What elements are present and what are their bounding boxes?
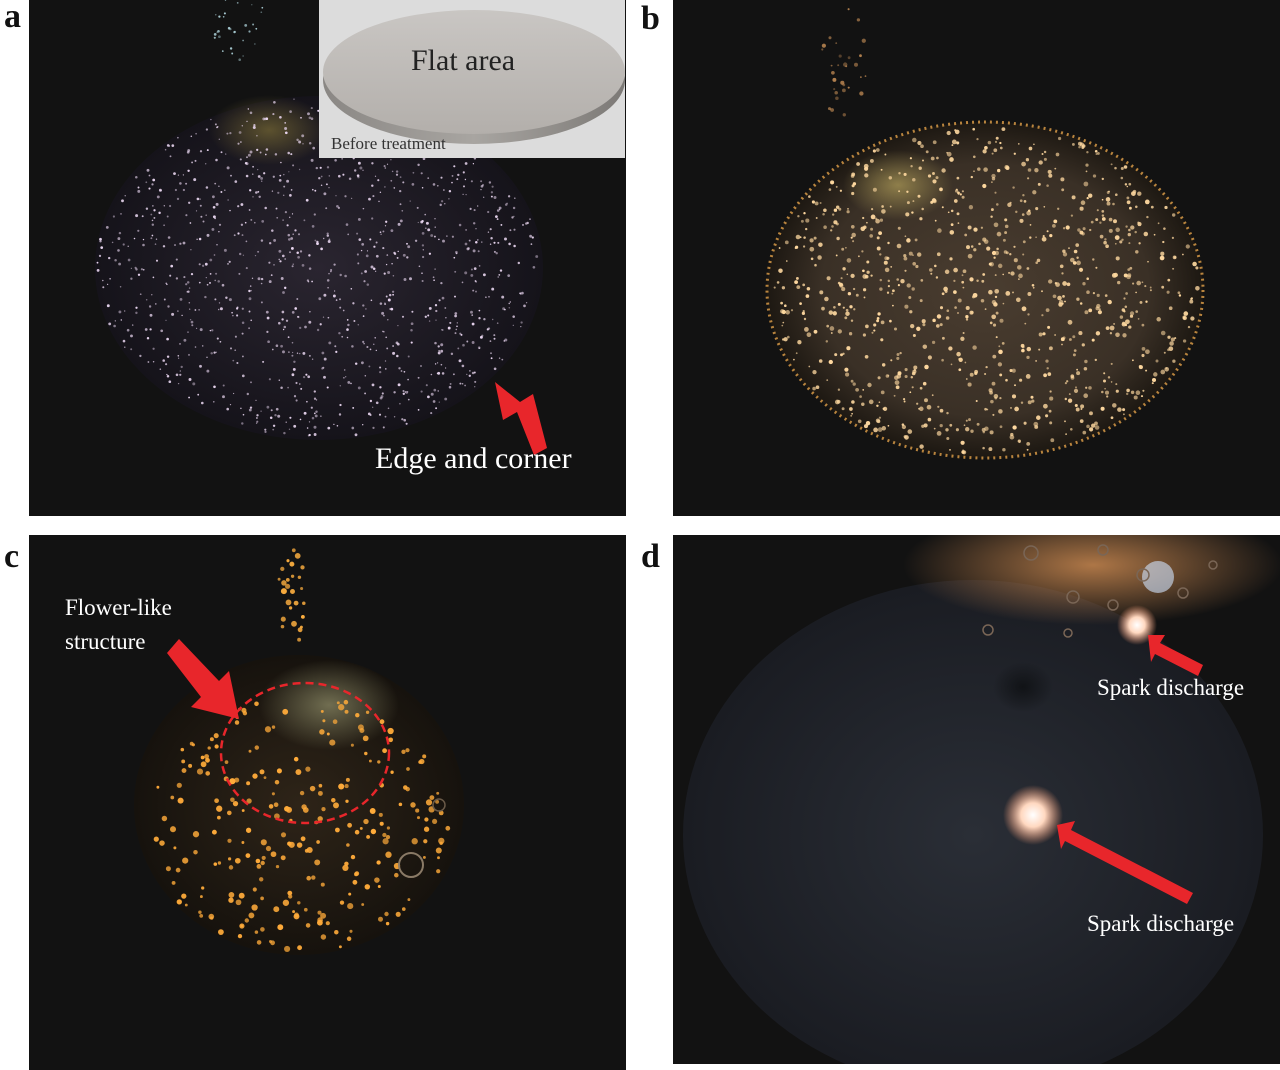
bubbles [982,544,1218,638]
panel-label-c: c [4,538,20,575]
panel-d-photo [673,535,1280,1064]
panel-label-b: b [641,0,660,37]
spark-discharge-label-bottom: Spark discharge [1087,911,1235,936]
inset-disc [319,0,625,158]
flower-like-label-line1: Flower-like [65,595,172,620]
arrow-icon [167,639,239,719]
panel-a: Flat area Before treatment Edge and corn… [29,0,626,516]
arrow-icon [495,382,547,455]
flower-like-label-line2: structure [65,629,146,654]
spark-discharge-label-top: Spark discharge [1097,675,1245,700]
dashed-circle-icon [219,681,391,825]
panel-label-d: d [641,538,660,575]
panel-d: Spark discharge Spark discharge [673,535,1280,1064]
panel-b [673,0,1280,516]
inset-caption: Before treatment [331,134,446,153]
arrow-icon [1057,821,1193,904]
panel-label-a: a [4,0,21,35]
panel-c: Flower-like structure [29,535,626,1070]
edge-corner-label: Edge and corner [375,442,572,475]
inset-title: Flat area [411,44,516,77]
sparkles [153,548,451,952]
arrow-icon [1148,635,1203,676]
sparkles [773,8,1200,455]
panel-c-photo [29,535,626,1070]
inset-photo: Flat area Before treatment [319,0,625,158]
panel-b-photo [673,0,1280,516]
